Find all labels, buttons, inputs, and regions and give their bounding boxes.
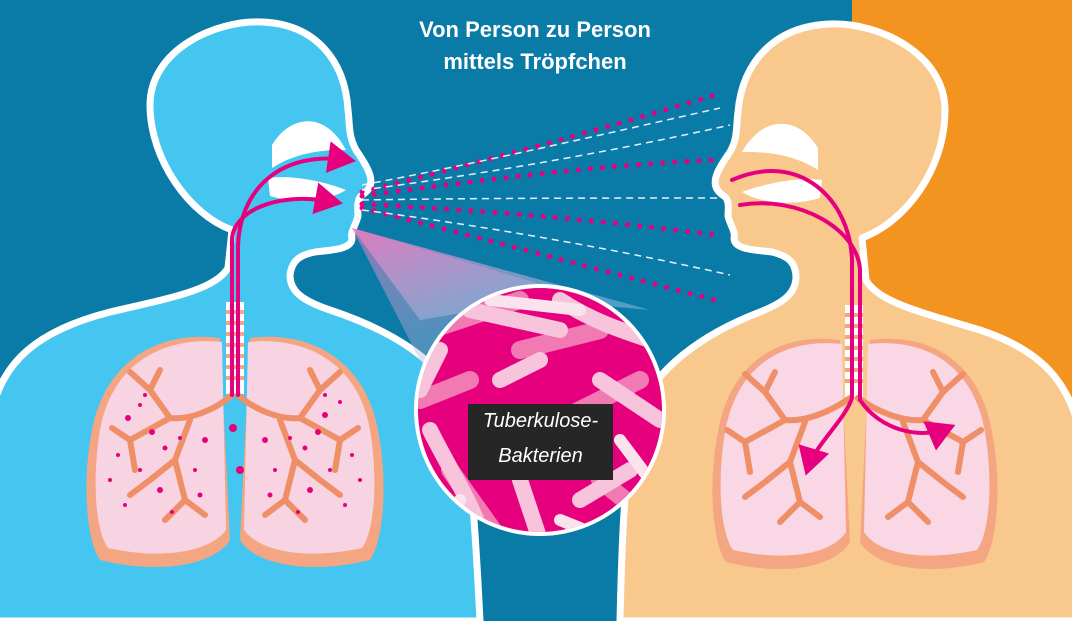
headline: Von Person zu Person mittels Tröpfchen xyxy=(370,14,700,78)
bacteria-label-line-2: Bakterien xyxy=(468,439,613,474)
bacteria-label: Tuberkulose- Bakterien xyxy=(468,404,613,480)
bacteria-label-line-1: Tuberkulose- xyxy=(468,404,613,439)
headline-line-1: Von Person zu Person xyxy=(370,14,700,46)
headline-line-2: mittels Tröpfchen xyxy=(370,46,700,78)
